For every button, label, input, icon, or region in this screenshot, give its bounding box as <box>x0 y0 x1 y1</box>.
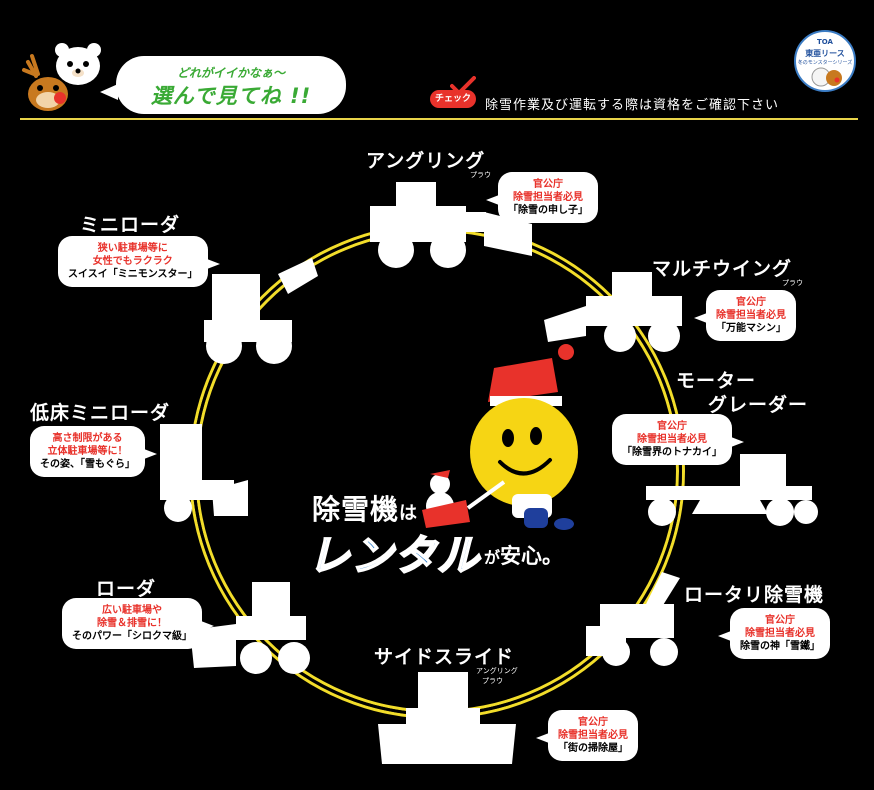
snowman-icon <box>422 470 506 528</box>
mascot-reindeer <box>18 52 82 116</box>
speech-bubble: どれがイイかなぁ～ 選んで見てね !! <box>100 56 346 114</box>
bubble-line1: どれがイイかなぁ～ <box>176 66 285 80</box>
angling-plow-sub: プラウ <box>470 171 491 179</box>
mini-loader-name: ミニローダ <box>80 214 181 236</box>
qualification-notice: 除雪作業及び運転する際は資格をご確認下さい <box>485 98 780 113</box>
multiwing-plow-note: 官公庁 除雪担当者必見 「万能マシン」 <box>694 290 796 341</box>
angling-plow-truck-icon[interactable] <box>356 176 536 272</box>
side-slide-plow-icon[interactable] <box>372 668 522 772</box>
headline-line1: 除雪機は <box>312 493 419 526</box>
side-slide-plow-sub1: アングリング <box>476 667 518 675</box>
loader-name: ローダ <box>96 578 157 600</box>
sun-mascot <box>470 344 578 530</box>
motor-grader-note: 官公庁 除雪担当者必見 「除雪界のトナカイ」 <box>612 414 744 465</box>
bubble-line2: 選んで見てね !! <box>150 84 312 108</box>
motor-grader-icon[interactable] <box>640 450 820 530</box>
low-floor-mini-loader-name: 低床ミニローダ <box>30 402 171 424</box>
mini-loader-note: 狭い駐車場等に 女性でもラクラク スイスイ「ミニモンスター」 <box>58 236 219 287</box>
mascot-pair-icon <box>811 67 842 87</box>
multiwing-plow-name: マルチウイング <box>652 258 793 280</box>
rotary-blower-icon[interactable] <box>580 570 700 670</box>
angling-plow-name-group: アングリング <box>366 146 485 173</box>
motor-grader-name-line2: グレーダー <box>708 394 809 416</box>
headline-line2-end: が安心。 <box>484 544 564 568</box>
angling-plow-note: 官公庁 除雪担当者必見 「除雪の申し子」 <box>486 172 598 223</box>
low-floor-mini-loader-note: 高さ制限がある 立体駐車場等に！ その姿、「雪もぐら」 <box>30 426 157 477</box>
multiwing-plow-sub: プラウ <box>782 279 803 287</box>
rotary-blower-name: ロータリ除雪機 <box>684 584 825 606</box>
rotary-blower-note: 官公庁 除雪担当者必見 除雪の神「雪鐵」 <box>718 608 830 659</box>
side-slide-plow-note: 官公庁 除雪担当者必見 「街の掃除屋」 <box>536 710 638 761</box>
side-slide-plow-name: サイドスライド <box>374 646 515 668</box>
side-slide-plow-sub2: プラウ <box>482 677 503 685</box>
low-floor-mini-loader-icon[interactable] <box>152 420 252 524</box>
multiwing-plow-truck-icon[interactable] <box>542 270 692 356</box>
header-divider <box>20 118 858 120</box>
mascot-polar-bear <box>52 40 104 88</box>
loader-note: 広い駐車場や 除雪＆排雪に！ そのパワー「シロクマ級」 <box>62 598 214 649</box>
mini-loader-icon[interactable] <box>198 254 322 370</box>
checkmark-icon <box>450 76 476 96</box>
motor-grader-name-line1: モーター <box>676 370 757 392</box>
angling-plow-name: アングリング <box>366 150 486 172</box>
check-badge: チェック <box>430 90 476 108</box>
rental-headline: レンタル <box>307 530 481 581</box>
loader-icon[interactable] <box>186 578 316 678</box>
toa-lease-logo: TOA 東亜リース 冬のモンスターシリーズ <box>794 30 856 92</box>
